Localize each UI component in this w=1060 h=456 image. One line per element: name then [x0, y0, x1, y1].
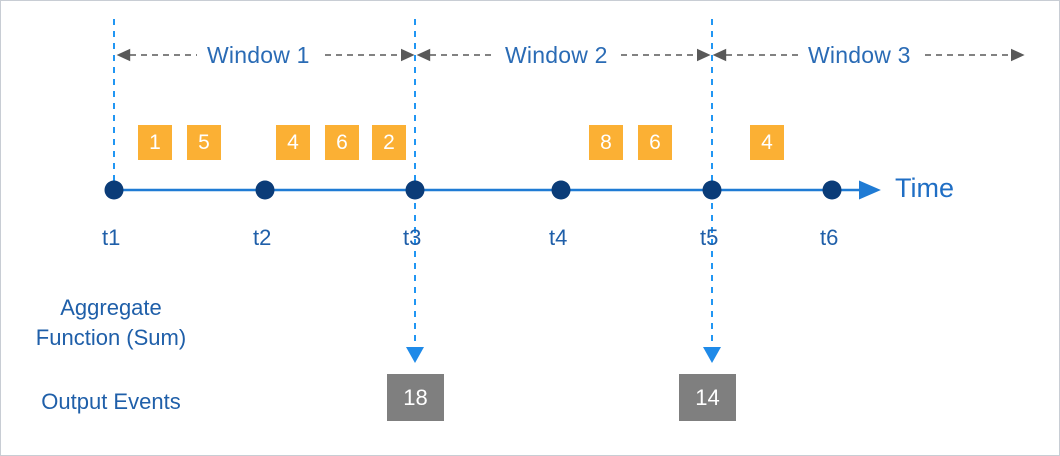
window-label-1: Window 1: [207, 42, 310, 68]
timeline-dot-t4: [551, 180, 571, 200]
output-event-box: 14: [679, 374, 736, 421]
event-box: 6: [638, 125, 672, 160]
output-events-label: Output Events: [41, 389, 181, 414]
tick-label-t2: t2: [253, 225, 272, 250]
event-box: 4: [276, 125, 310, 160]
timeline-event-dots: [104, 180, 842, 200]
tick-label-t3: t3: [403, 225, 422, 250]
event-box: 6: [325, 125, 359, 160]
window-label-2: Window 2: [505, 42, 608, 68]
event-box: 1: [138, 125, 172, 160]
event-box: 8: [589, 125, 623, 160]
time-axis-label: Time: [895, 173, 954, 203]
timeline-dot-t5: [702, 180, 722, 200]
event-box: 2: [372, 125, 406, 160]
output-event-box: 18: [387, 374, 444, 421]
window-boundary-lines: [113, 19, 713, 190]
timeline-dot-t1: [104, 180, 124, 200]
event-box: 4: [750, 125, 784, 160]
tick-label-t6: t6: [820, 225, 839, 250]
aggregate-function-line-2: Function (Sum): [35, 324, 187, 350]
aggregate-function-label: Aggregate Function (Sum): [13, 293, 209, 352]
tick-label-t5: t5: [700, 225, 719, 250]
tick-label-t1: t1: [102, 225, 121, 250]
tick-label-t4: t4: [549, 225, 568, 250]
timeline-dot-t3: [405, 180, 425, 200]
output-drop-arrows: [406, 191, 721, 363]
event-box: 5: [187, 125, 221, 160]
window-label-3: Window 3: [808, 42, 911, 68]
aggregate-function-line-1: Aggregate: [60, 295, 162, 320]
timeline-dot-t2: [255, 180, 275, 200]
timeline-dot-t6: [822, 180, 842, 200]
